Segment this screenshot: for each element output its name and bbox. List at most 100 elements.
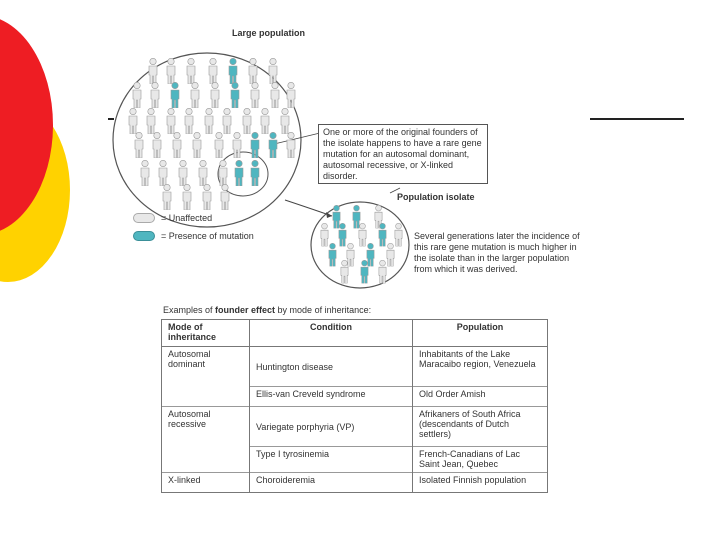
table-cell-population: Isolated Finnish population [412, 472, 548, 493]
unaffected-person-figure [250, 82, 260, 108]
slide-accent-shapes [0, 19, 70, 282]
population-isolate-circle [310, 201, 410, 289]
unaffected-person-figure [232, 132, 242, 158]
table-header-row: Mode of inheritance Condition Population [161, 319, 548, 347]
mutation-legend-label: = Presence of mutation [161, 230, 254, 241]
affected-person-figure [234, 160, 244, 186]
affected-person-figure [230, 82, 240, 108]
unaffected-person-figure [208, 58, 218, 84]
header-condition: Condition [249, 319, 413, 347]
affected-person-figure [332, 205, 341, 229]
unaffected-person-figure [394, 223, 403, 247]
unaffected-person-figure [182, 184, 192, 210]
unaffected-person-figure [220, 184, 230, 210]
isolate-explanation: Several generations later the incidence … [414, 231, 580, 274]
mutation-legend-swatch [133, 231, 155, 241]
unaffected-person-figure [222, 108, 232, 134]
legend: = Unaffected = Presence of mutation [133, 211, 273, 243]
unaffected-person-figure [214, 132, 224, 158]
affected-person-figure [378, 223, 387, 247]
unaffected-person-figure [162, 184, 172, 210]
left-divider-line [108, 118, 114, 120]
founder-callout: One or more of the original founders of … [318, 124, 488, 184]
table-cell-population: Inhabitants of the Lake Maracaibo region… [412, 346, 548, 387]
founders-circle [217, 151, 269, 197]
unaffected-legend-swatch [133, 213, 155, 223]
unaffected-person-figure [198, 160, 208, 186]
table-caption-bold: founder effect [215, 305, 276, 315]
migration-arrow [284, 199, 333, 217]
unaffected-person-figure [192, 132, 202, 158]
unaffected-person-figure [184, 108, 194, 134]
unaffected-person-figure [178, 160, 188, 186]
table-cell-condition: Type I tyrosinemia [249, 446, 413, 473]
unaffected-person-figure [286, 132, 296, 158]
unaffected-person-figure [128, 108, 138, 134]
table-cell-condition: Choroideremia [249, 472, 413, 493]
unaffected-legend-label: = Unaffected [161, 212, 213, 223]
founder-effect-diagram [112, 52, 410, 289]
large-population-title: Large population [232, 28, 305, 38]
table-cell-condition: Huntington disease [249, 346, 413, 387]
table-cell-condition: Variegate porphyria (VP) [249, 406, 413, 447]
red-accent-circle [0, 19, 53, 231]
unaffected-person-figure [218, 160, 228, 186]
table-row: Autosomal recessive Variegate porphyria … [161, 406, 548, 473]
unaffected-person-figure [150, 82, 160, 108]
affected-person-figure [268, 132, 278, 158]
unaffected-person-figure [172, 132, 182, 158]
unaffected-person-figure [358, 223, 367, 247]
large-population-circle [112, 52, 302, 228]
right-divider-line [590, 118, 684, 120]
unaffected-person-figure [146, 108, 156, 134]
unaffected-person-figure [204, 108, 214, 134]
affected-person-figure [228, 58, 238, 84]
unaffected-person-figure [340, 260, 349, 284]
unaffected-person-figure [166, 108, 176, 134]
unaffected-person-figure [286, 82, 296, 108]
header-population: Population [412, 319, 548, 347]
table-cell-population: Old Order Amish [412, 386, 548, 407]
affected-person-figure [170, 82, 180, 108]
affected-person-figure [352, 205, 361, 229]
affected-person-figure [328, 243, 337, 267]
table-caption-post: by mode of inheritance: [275, 305, 372, 315]
unaffected-person-figure [280, 108, 290, 134]
affected-person-figure [250, 160, 260, 186]
unaffected-person-figure [190, 82, 200, 108]
unaffected-person-figure [132, 82, 142, 108]
table-cell-mode: Autosomal dominant [161, 346, 250, 407]
affected-person-figure [338, 223, 347, 247]
table-row: Ellis-van Creveld syndrome Old Order Ami… [162, 386, 548, 407]
unaffected-person-figure [270, 82, 280, 108]
table-row: Autosomal dominant Huntington disease In… [161, 346, 548, 407]
callout-connector [269, 132, 321, 146]
founder-effect-table: Mode of inheritance Condition Population… [161, 319, 548, 493]
unaffected-person-figure [152, 132, 162, 158]
table-caption: Examples of founder effect by mode of in… [163, 305, 371, 316]
table-row: Type I tyrosinemia French-Canadians of L… [162, 446, 548, 473]
table-cell-condition: Ellis-van Creveld syndrome [249, 386, 413, 407]
unaffected-person-figure [140, 160, 150, 186]
migration-arrowhead [326, 212, 332, 218]
unaffected-person-figure [378, 260, 387, 284]
table-cell-population: French-Canadians of Lac Saint Jean, Queb… [412, 446, 548, 473]
affected-person-figure [366, 243, 375, 267]
unaffected-person-figure [202, 184, 212, 210]
unaffected-person-figure [260, 108, 270, 134]
unaffected-person-figure [248, 58, 258, 84]
unaffected-person-figure [186, 58, 196, 84]
unaffected-person-figure [158, 160, 168, 186]
unaffected-person-figure [166, 58, 176, 84]
unaffected-person-figure [386, 243, 395, 267]
unaffected-person-figure [134, 132, 144, 158]
unaffected-person-figure [148, 58, 158, 84]
table-cell-mode: Autosomal recessive [161, 406, 250, 473]
table-caption-pre: Examples of [163, 305, 216, 315]
unaffected-person-figure [320, 223, 329, 247]
table-cell-mode: X-linked [161, 472, 250, 493]
unaffected-person-figure [268, 58, 278, 84]
callout-arrow [389, 187, 401, 194]
unaffected-person-figure [210, 82, 220, 108]
unaffected-person-figure [242, 108, 252, 134]
